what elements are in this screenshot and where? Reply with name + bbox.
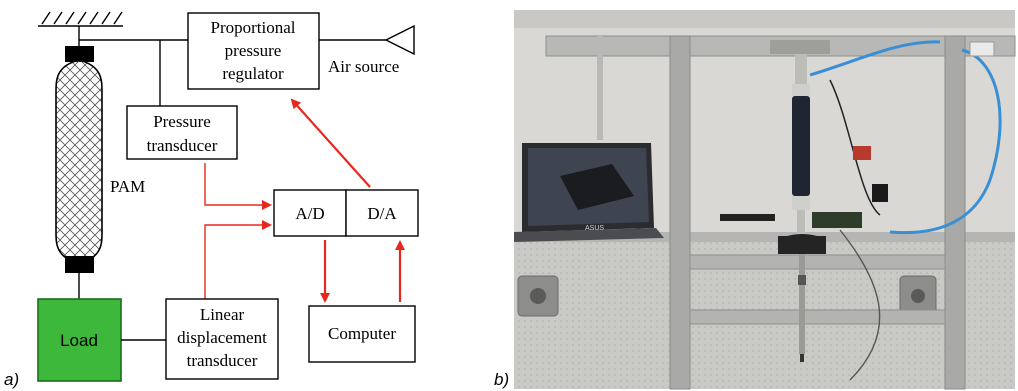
- pressure-regulator-box: Proportional pressure regulator: [187, 12, 320, 90]
- linear-transducer-label-1: Linear: [200, 305, 245, 324]
- pam-actuator: [55, 46, 103, 299]
- pressure-transducer-box: Pressure transducer: [126, 105, 238, 160]
- regulator-label-3: regulator: [222, 64, 284, 83]
- regulator-label-2: pressure: [225, 41, 282, 60]
- computer-label: Computer: [328, 324, 396, 343]
- muscle-photo: [770, 40, 830, 362]
- panel-b-photo: ASUS: [514, 10, 1016, 390]
- air-source-label: Air source: [328, 57, 399, 76]
- panel-a: PAM Proportional pressure regulator Air …: [4, 11, 419, 389]
- pam-label: PAM: [110, 177, 145, 196]
- linear-transducer-label-3: transducer: [187, 351, 258, 370]
- adda-box: A/D D/A: [273, 189, 419, 237]
- computer-box: Computer: [308, 305, 416, 363]
- pressure-transducer-label-1: Pressure: [153, 112, 211, 131]
- ceiling-mount: [38, 11, 123, 47]
- ad-label: A/D: [295, 204, 324, 223]
- load-block: Load: [37, 298, 166, 382]
- load-label: Load: [60, 331, 98, 350]
- panel-b-label: b): [494, 370, 509, 389]
- tubing: [720, 40, 1002, 381]
- regulator-label-1: Proportional: [211, 18, 296, 37]
- linear-transducer-box: Linear displacement transducer: [165, 298, 279, 380]
- signal-arrows: [204, 98, 405, 303]
- air-line: [79, 24, 415, 106]
- panel-a-label: a): [4, 370, 19, 389]
- laptop-brand: ASUS: [585, 225, 604, 232]
- linear-transducer-label-2: displacement: [177, 328, 267, 347]
- pressure-transducer-label-2: transducer: [147, 136, 218, 155]
- da-label: D/A: [367, 204, 397, 223]
- laptop-photo: ASUS: [514, 143, 664, 242]
